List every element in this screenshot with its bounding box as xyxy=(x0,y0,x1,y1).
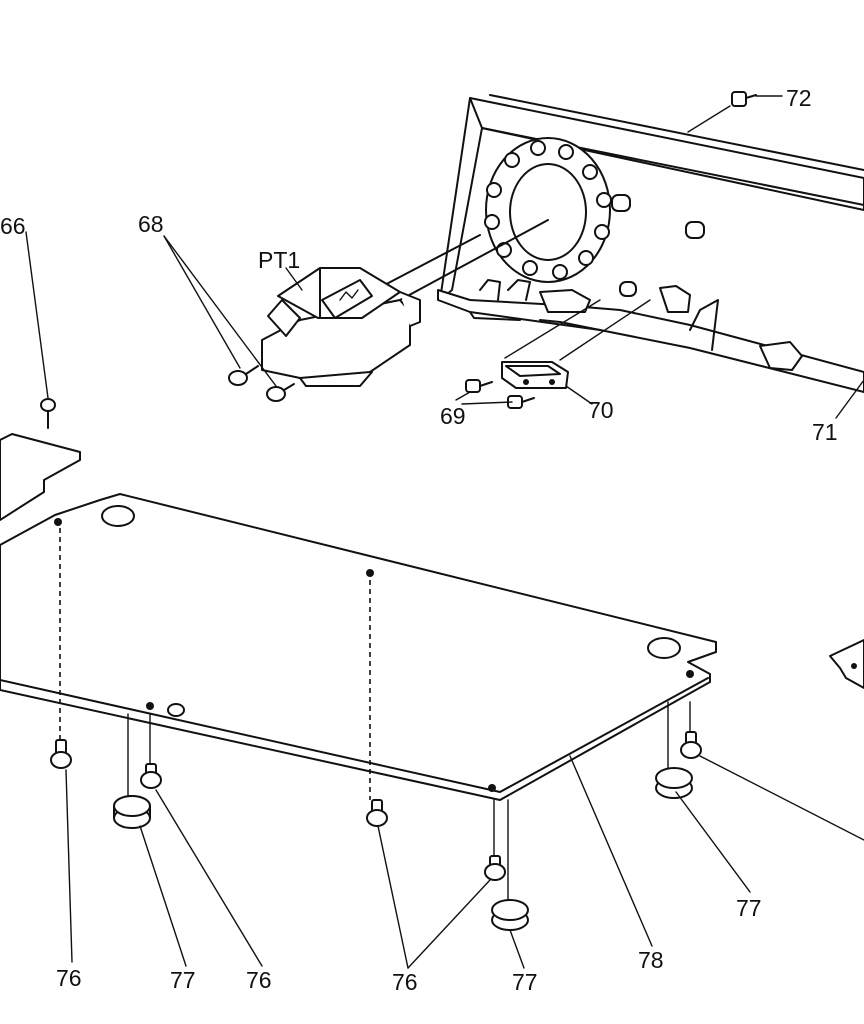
foot-77-c xyxy=(655,767,693,799)
left-board-fragment xyxy=(0,433,81,521)
bracket-70 xyxy=(501,299,651,389)
bottom-plate-78 xyxy=(0,493,717,801)
callout-69: 69 xyxy=(440,403,466,429)
callout-68: 68 xyxy=(138,211,164,237)
screw-76-c xyxy=(366,799,388,827)
transformer-pt1 xyxy=(261,219,549,387)
callout-72: 72 xyxy=(786,85,812,111)
screw-72 xyxy=(731,91,757,107)
rear-panel xyxy=(437,94,864,393)
callout-76-a: 76 xyxy=(56,965,82,991)
foot-77-b xyxy=(491,899,529,931)
callout-66: 66 xyxy=(0,213,26,239)
right-bracket-fragment xyxy=(829,639,864,689)
screw-76-b xyxy=(140,763,162,789)
callout-76-b: 76 xyxy=(246,967,272,993)
screw-76-e xyxy=(680,731,702,759)
screw-69-upper xyxy=(465,379,493,393)
screw-68-left xyxy=(228,365,259,386)
callout-pt1: PT1 xyxy=(258,247,300,273)
callout-77-c: 77 xyxy=(736,895,762,921)
leader-lines xyxy=(25,95,864,969)
cable-clamp-ring xyxy=(484,137,612,283)
callout-71: 71 xyxy=(812,419,838,445)
foot-77-a xyxy=(113,795,151,829)
callout-70: 70 xyxy=(588,397,614,423)
callout-76-c: 76 xyxy=(392,969,418,995)
screw-76-a xyxy=(50,739,72,769)
callout-77-b: 77 xyxy=(512,969,538,995)
screw-68-right xyxy=(266,383,295,402)
screw-76-d xyxy=(484,855,506,881)
callout-77-a: 77 xyxy=(170,967,196,993)
callout-78: 78 xyxy=(638,947,664,973)
screw-66 xyxy=(40,398,56,457)
